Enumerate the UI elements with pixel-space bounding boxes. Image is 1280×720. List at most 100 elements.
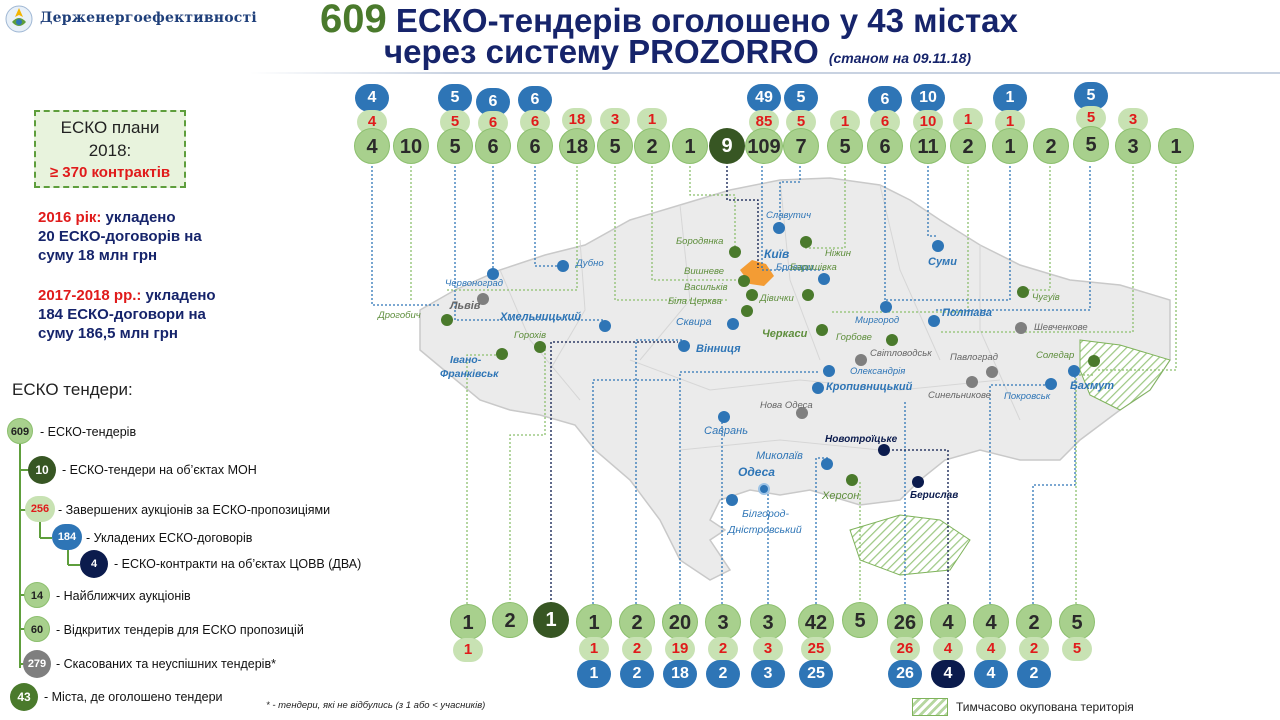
as-of-date: (станом на 09.11.18)	[828, 50, 972, 66]
top-col-6-red: 18	[562, 108, 592, 132]
header-divider	[250, 72, 1280, 74]
plans-line1: ЕСКО плани	[60, 118, 160, 137]
bottom-col-3-total: 1	[533, 602, 569, 638]
dot-synelnykove	[966, 376, 978, 388]
city-label-bakhmut: Бахмут	[1070, 380, 1115, 392]
dot-borodianka	[729, 246, 741, 258]
title-number: 609	[320, 0, 387, 41]
bottom-col-4-red: 1	[579, 637, 609, 661]
city-label-kyiv: Київ	[764, 247, 790, 261]
dot-khmelnytskyi	[599, 320, 611, 332]
dot-mykolaiv	[821, 458, 833, 470]
bottom-col-7-blue: 2	[706, 660, 740, 688]
bottom-col-12-red: 4	[933, 637, 963, 661]
top-col-17-total: 1	[992, 128, 1028, 164]
legend-circle-contracts: 184	[52, 524, 82, 550]
city-label-myrhorod: Миргород	[855, 315, 900, 326]
bottom-col-5-blue: 2	[620, 660, 654, 688]
plans-line2: 2018:	[88, 141, 132, 160]
bottom-col-5-red: 2	[622, 637, 652, 661]
dot-myrhorod	[880, 301, 892, 313]
bottom-col-6-red: 19	[665, 637, 695, 661]
top-col-8-total: 2	[634, 128, 670, 164]
top-col-10-total: 9	[709, 128, 745, 164]
city-label-soledar: Соледар	[1036, 350, 1075, 361]
city-label-chuhuiv: Чугуїв	[1032, 292, 1060, 303]
footnote: * - тендери, які не відбулись (з 1 або <…	[266, 700, 486, 711]
dot-pokrovsk	[1045, 378, 1057, 390]
bottom-col-14-red: 2	[1019, 637, 1049, 661]
dot-horokhiv	[534, 341, 546, 353]
stats-2016: 2016 рік: укладено 20 ЕСКО-договорів на …	[38, 208, 248, 265]
top-col-3-total: 5	[437, 128, 473, 164]
city-label-bilhorod: Білгород-	[742, 508, 789, 520]
bottom-col-11-red: 26	[890, 637, 920, 661]
city-label-borodianka: Бородянка	[676, 236, 724, 247]
dot-vinnytsia	[678, 340, 690, 352]
bottom-col-8-red: 3	[753, 637, 783, 661]
city-label-shevchenkove: Шевченкове	[1034, 322, 1088, 333]
bottom-col-15-red: 5	[1062, 637, 1092, 661]
top-col-2-total: 10	[393, 128, 429, 164]
stats-2017-line2: 184 ЕСКО-договори на	[38, 306, 206, 323]
top-col-4-total: 6	[475, 128, 511, 164]
top-col-21-total: 1	[1158, 128, 1194, 164]
plans-line3: ≥ 370 контрактів	[49, 164, 171, 181]
city-label-brovary: Бровари	[776, 262, 814, 273]
dot-svitlovodsk	[855, 354, 867, 366]
city-label-odesa: Одеса	[738, 465, 775, 479]
bottom-col-12-navy: 4	[931, 660, 965, 688]
top-col-14-total: 6	[867, 128, 903, 164]
city-label-horbove: Горбове	[836, 332, 872, 343]
bottom-col-6-blue: 18	[663, 660, 697, 688]
stats-2017-line3: суму 186,5 млн грн	[38, 325, 178, 342]
stats-2016-line3: суму 18 млн грн	[38, 247, 158, 264]
bottom-col-1-total: 1	[450, 604, 486, 640]
bottom-col-14-total: 2	[1016, 604, 1052, 640]
top-col-11-blue: 49	[747, 84, 781, 112]
legend-label-open: - Відкритих тендерів для ЕСКО пропозицій	[56, 623, 304, 637]
bottom-col-12-total: 4	[930, 604, 966, 640]
dot-shevchenkove	[1015, 322, 1027, 334]
top-col-16-total: 2	[950, 128, 986, 164]
city-label-mykolaiv: Миколаїв	[756, 450, 803, 462]
city-label-lviv: Львів	[450, 300, 481, 312]
bottom-col-4-blue: 1	[577, 660, 611, 688]
city-label-sumy: Суми	[928, 256, 957, 268]
dot-sumy	[932, 240, 944, 252]
dot-slavutych	[773, 222, 785, 234]
legend-circle-cities: 43	[10, 683, 38, 711]
city-label-vasylkiv: Васильків	[684, 282, 728, 293]
legend-label-cancelled: - Скасованих та неуспішних тендерів*	[56, 657, 276, 671]
city-label-kropyvnytskyi: Кропивницький	[826, 381, 913, 393]
dot-chuhuiv	[1017, 286, 1029, 298]
dot-odesa	[758, 483, 770, 495]
city-label-chervonohrad: Червоноград	[445, 278, 504, 289]
bottom-col-1-red: 1	[453, 638, 483, 662]
top-col-20-total: 3	[1115, 128, 1151, 164]
city-label-horokhiv: Горохів	[514, 330, 547, 341]
logo-icon	[5, 5, 33, 33]
bottom-col-7-total: 3	[705, 604, 741, 640]
top-col-19-total: 5	[1073, 126, 1109, 162]
occupied-east	[1079, 339, 1171, 411]
bottom-col-11-blue: 26	[888, 660, 922, 688]
bottom-col-15-total: 5	[1059, 604, 1095, 640]
top-col-7-total: 5	[597, 128, 633, 164]
legend-label-contracts: - Укладених ЕСКО-договорів	[86, 531, 253, 545]
city-label-slavutych: Славутич	[766, 210, 812, 221]
legend-label-upcoming: - Найближчих аукціонів	[56, 589, 191, 603]
dot-savran	[718, 411, 730, 423]
legend-label-total: - ЕСКО-тендерів	[40, 425, 137, 439]
bottom-col-10-total: 5	[842, 602, 878, 638]
stats-2016-year: 2016 рік:	[38, 209, 102, 226]
city-label-dnistrovskyi: Дністровський	[728, 524, 802, 536]
dot-lviv	[477, 293, 489, 305]
city-label-khmelnytskyi: Хмельницький	[500, 311, 582, 323]
title-line1: ЕСКО-тендерів оголошено у 43 містах	[386, 2, 1018, 39]
legend-label-auctions: - Завершених аукціонів за ЕСКО-пропозиці…	[58, 503, 331, 517]
dot-bakhmut	[1068, 365, 1080, 377]
city-label-savran: Саврань	[704, 425, 748, 437]
bottom-col-13-total: 4	[973, 604, 1009, 640]
dot-vasylkiv	[746, 289, 758, 301]
